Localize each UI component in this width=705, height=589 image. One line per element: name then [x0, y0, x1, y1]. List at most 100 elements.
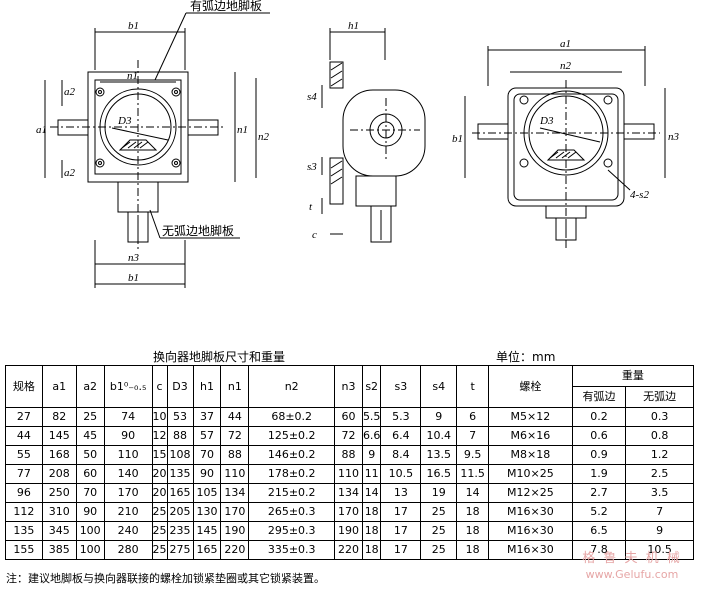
table-cell: 25 — [151, 540, 168, 560]
table-cell: 135 — [166, 464, 194, 484]
table-cell: 53 — [166, 407, 194, 427]
table-cell: 100 — [75, 540, 105, 560]
header-weight: 重量 — [571, 365, 695, 387]
table-cell: 72 — [220, 426, 250, 446]
dim-label-d3-left: D3 — [117, 115, 132, 127]
table-cell: 2.5 — [625, 464, 694, 484]
dim-label-b1-top: b1 — [128, 20, 139, 32]
table-cell: 70 — [75, 483, 105, 503]
middle-view — [321, 28, 426, 243]
table-cell: 140 — [103, 464, 153, 484]
table-cell: M16×30 — [488, 540, 573, 560]
table-cell: 90 — [192, 464, 222, 484]
table-cell: 6.4 — [380, 426, 422, 446]
table-cell: 10 — [151, 407, 168, 427]
table-cell: 15 — [151, 445, 168, 465]
dim-label-n3-bottom: n3 — [128, 252, 140, 264]
table-cell: 25 — [420, 540, 458, 560]
dim-label-a2-upper: a2 — [64, 86, 76, 98]
header-b1: b1⁰₋₀.₅ — [103, 365, 153, 408]
table-cell: 13.5 — [420, 445, 458, 465]
table-cell: 8.4 — [380, 445, 422, 465]
table-cell: 17 — [380, 540, 422, 560]
header-s3: s3 — [380, 365, 422, 408]
table-cell: 10.5 — [625, 540, 694, 560]
table-cell: 14 — [361, 483, 382, 503]
table-cell: 25 — [420, 502, 458, 522]
table-cell: 205 — [166, 502, 194, 522]
table-cell: 385 — [41, 540, 77, 560]
dim-label-d3-right: D3 — [539, 115, 554, 127]
table-cell: 7.8 — [571, 540, 627, 560]
table-cell: 155 — [5, 540, 43, 560]
dim-label-s3: s3 — [307, 161, 317, 173]
header-model: 规格 — [5, 365, 43, 408]
table-cell: 60 — [334, 407, 363, 427]
table-cell: 165 — [192, 540, 222, 560]
table-cell: 1.2 — [625, 445, 694, 465]
dim-label-n1-top: n1 — [127, 70, 138, 82]
dim-label-a2-lower: a2 — [64, 167, 76, 179]
table-cell: 7 — [456, 426, 490, 446]
table-cell: M8×18 — [488, 445, 573, 465]
table-cell: 345 — [41, 521, 77, 541]
dim-label-b1-bottom: b1 — [128, 272, 139, 284]
table-cell: M16×30 — [488, 502, 573, 522]
table-cell: 77 — [5, 464, 43, 484]
table-cell: 72 — [334, 426, 363, 446]
table-cell: 0.9 — [571, 445, 627, 465]
table-cell: 134 — [220, 483, 250, 503]
dimension-table: 规格 a1 a2 b1⁰₋₀.₅ c D3 h1 n1 n2 n3 s2 s3 … — [5, 365, 695, 560]
table-cell: 74 — [103, 407, 153, 427]
table-cell: 27 — [5, 407, 43, 427]
table-cell: 215±0.2 — [248, 483, 335, 503]
unit-label: 单位：mm — [496, 350, 556, 364]
table-note: 注：建议地脚板与换向器联接的螺栓加锁紧垫圈或其它锁紧装置。 — [6, 572, 325, 585]
table-cell: 208 — [41, 464, 77, 484]
table-cell: M6×16 — [488, 426, 573, 446]
table-cell: 37 — [192, 407, 222, 427]
table-cell: 190 — [220, 521, 250, 541]
table-cell: 134 — [334, 483, 363, 503]
table-cell: 110 — [220, 464, 250, 484]
header-t: t — [456, 365, 490, 408]
table-cell: 9 — [625, 521, 694, 541]
table-cell: 280 — [103, 540, 153, 560]
header-h1: h1 — [192, 365, 222, 408]
watermark-url: www.Gelufu.com — [585, 568, 679, 581]
table-cell: 18 — [361, 502, 382, 522]
table-cell: 170 — [103, 483, 153, 503]
table-cell: 20 — [151, 483, 168, 503]
table-cell: 240 — [103, 521, 153, 541]
table-cell: 2.7 — [571, 483, 627, 503]
table-cell: 25 — [420, 521, 458, 541]
table-cell: 165 — [166, 483, 194, 503]
table-cell: 88 — [166, 426, 194, 446]
dim-label-n1-side: n1 — [237, 124, 248, 136]
table-cell: 145 — [192, 521, 222, 541]
table-cell: 220 — [334, 540, 363, 560]
table-cell: 16.5 — [420, 464, 458, 484]
table-cell: 5.5 — [361, 407, 382, 427]
table-cell: 14 — [456, 483, 490, 503]
header-d3: D3 — [166, 365, 194, 408]
table-cell: 6.6 — [361, 426, 382, 446]
table-cell: 295±0.3 — [248, 521, 335, 541]
table-cell: 18 — [456, 540, 490, 560]
label-plain-plate: 无弧边地脚板 — [162, 223, 234, 238]
table-cell: 335±0.3 — [248, 540, 335, 560]
left-view — [44, 12, 270, 288]
table-cell: 190 — [334, 521, 363, 541]
table-cell: 168 — [41, 445, 77, 465]
table-cell: 178±0.2 — [248, 464, 335, 484]
table-cell: 170 — [220, 502, 250, 522]
table-cell: 145 — [41, 426, 77, 446]
table-cell: 250 — [41, 483, 77, 503]
table-cell: 12 — [151, 426, 168, 446]
table-cell: 9.5 — [456, 445, 490, 465]
